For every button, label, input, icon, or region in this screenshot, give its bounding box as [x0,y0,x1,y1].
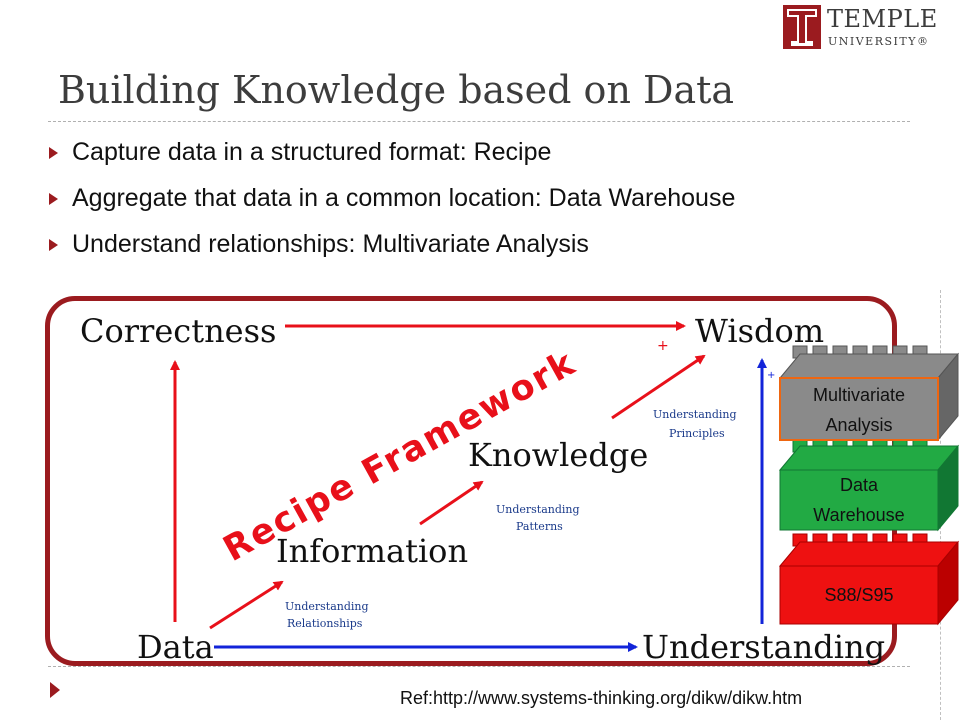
node-correctness: Correctness [80,312,276,350]
block-multivariate: Multivariate Analysis [778,345,960,442]
block-s88-label: S88/S95 [824,585,893,605]
block-warehouse-label-2: Warehouse [813,505,904,525]
bullet-item: Aggregate that data in a common location… [40,184,735,230]
node-understanding: Understanding [642,628,885,666]
block-data-warehouse: Data Warehouse [778,439,960,532]
bullet-list: Capture data in a structured format: Rec… [40,138,735,276]
edge-label-patterns-2: Patterns [516,520,563,533]
edge-label-relationships-2: Relationships [287,617,363,630]
temple-t-icon [783,5,821,49]
bullet-text: Capture data in a structured format: Rec… [72,138,552,166]
node-knowledge: Knowledge [468,436,648,474]
bullet-item: Understand relationships: Multivariate A… [40,230,735,276]
edge-label-patterns-1: Understanding [496,503,580,516]
footer-divider [48,666,910,667]
bullet-item: Capture data in a structured format: Rec… [40,138,735,184]
reference-citation: Ref:http://www.systems-thinking.org/dikw… [400,688,803,708]
edge-label-principles-2: Principles [669,427,725,440]
knowledge-to-wisdom-arrow [611,354,706,420]
node-wisdom: Wisdom [695,312,824,350]
block-multivariate-label-2: Analysis [825,415,892,435]
data-to-information-arrow [209,580,284,630]
bullet-triangle-icon [49,239,58,251]
block-warehouse-label-1: Data [840,475,879,495]
slide-title: Building Knowledge based on Data [58,68,735,112]
node-information: Information [276,532,468,570]
bullet-triangle-icon [49,147,58,159]
bullet-text: Aggregate that data in a common location… [72,184,736,212]
logo-name: TEMPLE [827,5,938,33]
edge-label-principles-1: Understanding [653,408,737,421]
bullet-text: Understand relationships: Multivariate A… [72,230,589,258]
information-to-knowledge-arrow [419,480,484,526]
nav-triangle-icon [50,682,60,698]
block-multivariate-label-1: Multivariate [813,385,905,405]
title-divider [48,121,910,122]
plus-mark: + [767,370,775,381]
edge-label-relationships-1: Understanding [285,600,369,613]
temple-logo: TEMPLE UNIVERSITY® [783,5,943,49]
block-s88: S88/S95 [778,533,960,626]
logo-subname: UNIVERSITY® [828,35,930,48]
node-data: Data [137,628,214,666]
plus-mark: + [657,338,669,354]
bullet-triangle-icon [49,193,58,205]
